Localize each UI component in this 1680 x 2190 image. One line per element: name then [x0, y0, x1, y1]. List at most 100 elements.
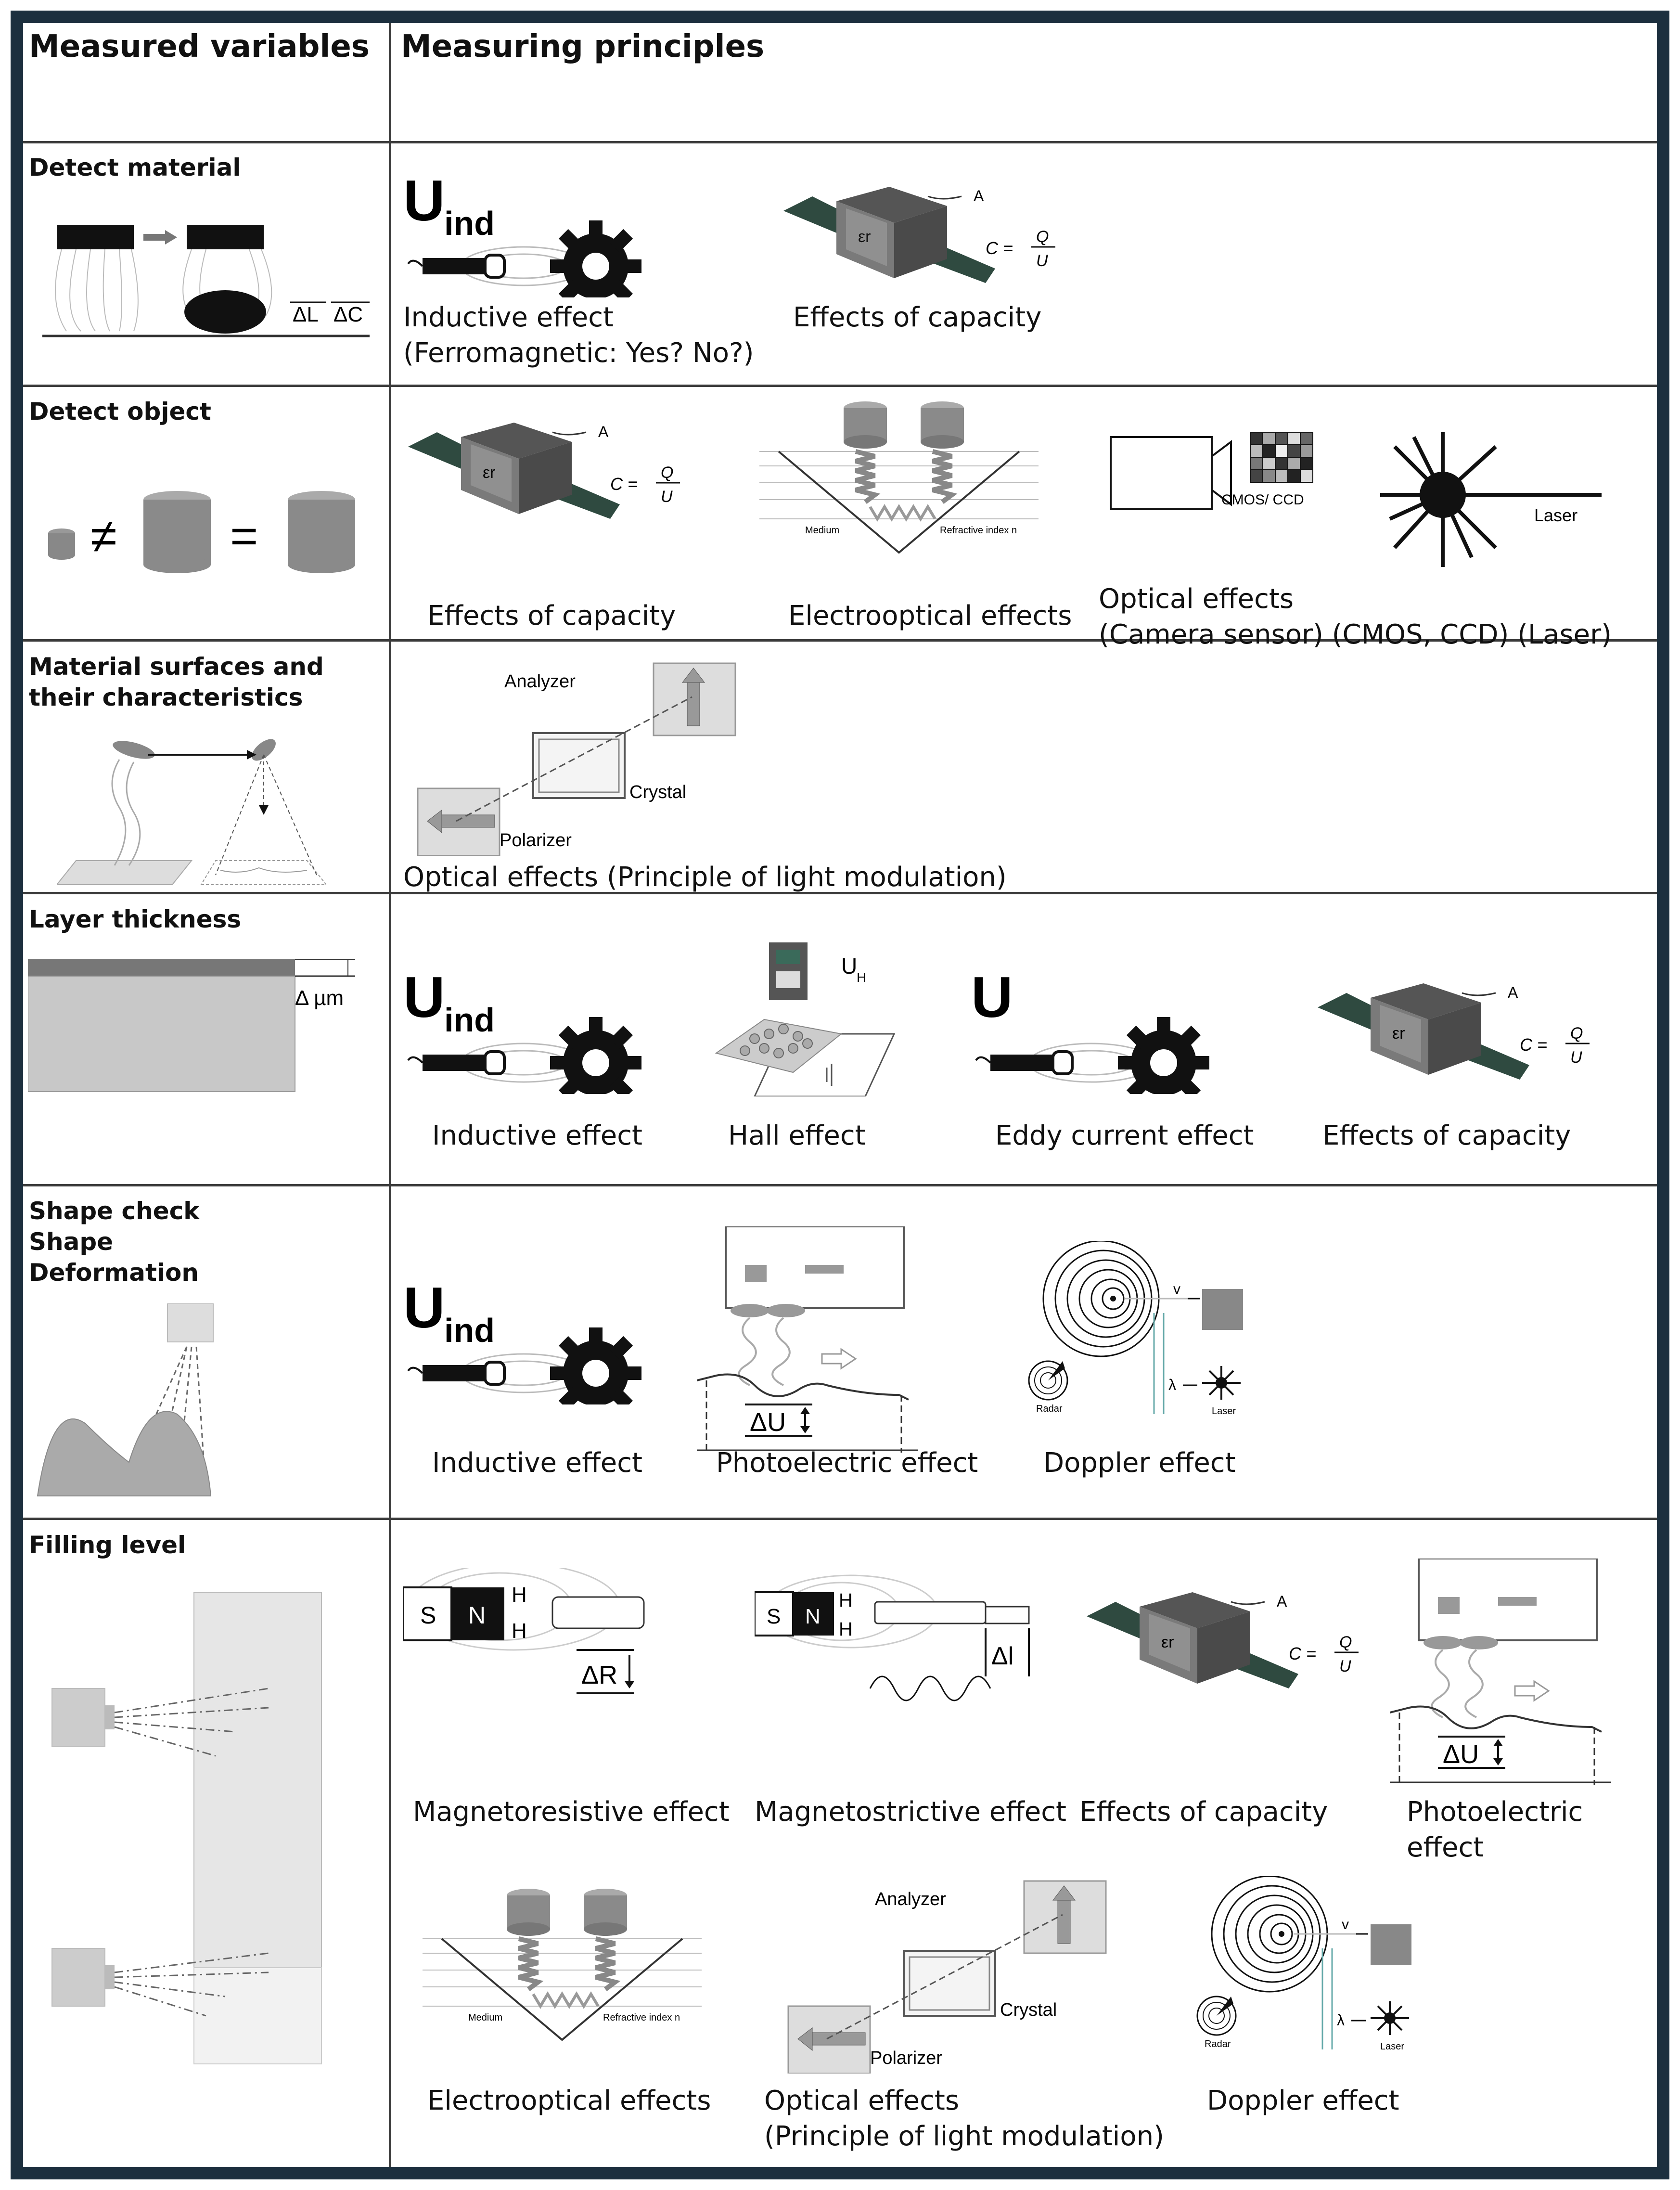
capacitor-figure: εr A C = Q U [408, 418, 706, 528]
svg-text:N: N [468, 1602, 486, 1629]
svg-text:Δ µm: Δ µm [295, 986, 344, 1010]
svg-text:ind: ind [444, 1001, 495, 1039]
eddy-current-sensor-figure: U [971, 964, 1241, 1094]
svg-text:Q: Q [1339, 1633, 1352, 1651]
svg-text:εr: εr [483, 464, 495, 482]
svg-text:Crystal: Crystal [1000, 2000, 1057, 2020]
svg-text:ind: ind [444, 205, 495, 242]
svg-text:H: H [512, 1583, 527, 1607]
light-modulation-figure: Analyzer Crystal Polarizer [403, 644, 759, 856]
svg-text:Radar: Radar [1205, 2039, 1231, 2049]
caption-light-modulation: Optical effects (Principle of light modu… [403, 862, 1007, 893]
caption-effects-of-capacity: Effects of capacity [793, 302, 1042, 333]
svg-text:εr: εr [1161, 1633, 1174, 1651]
caption-effects-of-capacity: Effects of capacity [1322, 1120, 1571, 1151]
layer-thickness-illustration: Δ µm [28, 959, 379, 1099]
shape-check-illustration [33, 1303, 235, 1506]
svg-text:U: U [1339, 1657, 1351, 1675]
row-title-detect-material: Detect material [29, 154, 241, 181]
svg-text:Crystal: Crystal [629, 782, 686, 802]
row-title-filling-level: Filling level [29, 1531, 186, 1559]
magnetoresistive-figure: S N H H ΔR [403, 1568, 673, 1713]
svg-text:U: U [661, 488, 673, 506]
caption-inductive-effect: Inductive effect (Ferromagnetic: Yes? No… [403, 302, 754, 369]
electrooptical-figure: Medium Refractive index n [759, 399, 1039, 557]
svg-text:U: U [403, 1275, 445, 1340]
header-measured-variables: Measured variables [29, 29, 370, 64]
u-ind-label: U [403, 168, 445, 233]
svg-text:N: N [805, 1605, 821, 1628]
caption-photoelectric-effect: Photoelectric effect [1407, 1796, 1583, 1863]
caption-magnetoresistive-effect: Magnetoresistive effect [413, 1796, 730, 1828]
caption-doppler-effect: Doppler effect [1207, 2085, 1399, 2116]
svg-text:U: U [841, 953, 857, 979]
row-title-material-surfaces: Material surfaces and their characterist… [29, 653, 324, 711]
caption-light-modulation: Optical effects (Principle of light modu… [764, 2085, 1164, 2152]
svg-text:Analyzer: Analyzer [875, 1889, 946, 1909]
svg-text:ΔR: ΔR [581, 1661, 617, 1689]
svg-text:Δl: Δl [991, 1642, 1013, 1670]
svg-text:C =: C = [1289, 1644, 1316, 1663]
inductive-sensor-figure: U ind [403, 167, 673, 297]
svg-text:U: U [403, 965, 445, 1030]
inductive-sensor-figure: U ind [403, 964, 673, 1094]
column-divider [389, 23, 391, 2167]
svg-text:≠: ≠ [90, 509, 117, 563]
surface-illustration [57, 735, 326, 899]
svg-text:εr: εr [858, 228, 871, 246]
svg-text:Analyzer: Analyzer [504, 671, 576, 692]
capacitor-figure: εr A C = Q U [1087, 1587, 1385, 1698]
svg-text:A: A [598, 423, 609, 440]
doppler-figure: v λ Radar Laser [1024, 1241, 1294, 1419]
row-divider [23, 1518, 1657, 1520]
caption-inductive-effect: Inductive effect [432, 1447, 642, 1479]
svg-text:H: H [857, 970, 866, 985]
caption-optical-effects: Optical effects (Camera sensor) (CMOS, C… [1099, 583, 1612, 650]
doppler-figure: v λ Radar Laser [1193, 1876, 1462, 2054]
svg-text:ΔU: ΔU [1443, 1740, 1479, 1769]
row-divider [23, 385, 1657, 387]
light-modulation-figure: Analyzer Crystal Polarizer [774, 1862, 1130, 2074]
svg-text:εr: εr [1392, 1024, 1405, 1043]
caption-doppler-effect: Doppler effect [1043, 1447, 1236, 1479]
caption-photoelectric-effect: Photoelectric effect [716, 1447, 978, 1479]
caption-effects-of-capacity: Effects of capacity [1079, 1796, 1328, 1828]
svg-text:C =: C = [986, 238, 1013, 258]
svg-text:λ: λ [1168, 1376, 1176, 1393]
row-title-detect-object: Detect object [29, 398, 211, 425]
svg-text:CMOS/ CCD: CMOS/ CCD [1221, 492, 1304, 508]
delta-c-label: ΔC [333, 303, 363, 326]
svg-text:Q: Q [1570, 1024, 1583, 1043]
row-divider [23, 639, 1657, 642]
svg-text:U: U [1570, 1048, 1582, 1067]
svg-text:v: v [1173, 1281, 1180, 1297]
svg-text:Medium: Medium [805, 525, 839, 536]
row-divider [23, 141, 1657, 143]
svg-text:Radar: Radar [1036, 1404, 1063, 1414]
caption-inductive-effect: Inductive effect [432, 1120, 642, 1151]
svg-text:A: A [1508, 984, 1518, 1001]
inductive-sensor-figure: U ind [403, 1275, 673, 1404]
principles-table: Measured variables Measuring principles … [11, 11, 1669, 2179]
laser-figure: Laser [1375, 427, 1606, 572]
capacitor-figure: εr A C = Q U [783, 182, 1082, 293]
photoelectric-figure: ΔU [1390, 1559, 1621, 1785]
svg-text:Laser: Laser [1212, 1406, 1236, 1417]
svg-text:U: U [971, 965, 1013, 1030]
hall-effect-figure: U H [706, 938, 909, 1096]
caption-effects-of-capacity: Effects of capacity [427, 600, 676, 631]
detect-object-illustration: ≠ = [33, 480, 379, 591]
svg-text:v: v [1342, 1917, 1349, 1932]
camera-sensor-figure: CMOS/ CCD [1106, 427, 1327, 519]
electrooptical-figure: Medium Refractive index n [423, 1886, 702, 2045]
svg-text:H: H [512, 1619, 527, 1643]
delta-l-label: ΔL [293, 303, 319, 326]
svg-text:Q: Q [1036, 228, 1049, 246]
caption-eddy-current-effect: Eddy current effect [995, 1120, 1254, 1151]
row-title-layer-thickness: Layer thickness [29, 905, 242, 933]
row-title-shape-check: Shape check Shape Deformation [29, 1197, 200, 1287]
svg-text:S: S [767, 1605, 781, 1628]
svg-text:Refractive index n: Refractive index n [603, 2012, 680, 2023]
svg-text:C =: C = [1520, 1035, 1547, 1055]
row-divider [23, 892, 1657, 894]
